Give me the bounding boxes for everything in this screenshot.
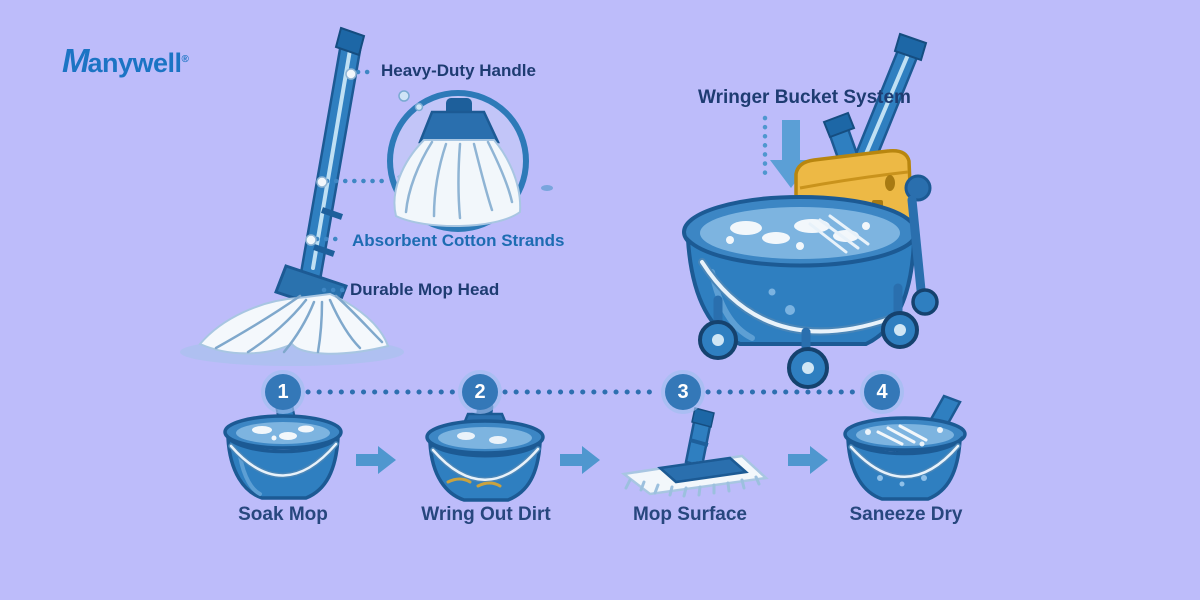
step-arrow-icon bbox=[788, 446, 828, 474]
step-3-label: Mop Surface bbox=[632, 504, 748, 525]
brand-logo: Manywell® bbox=[62, 42, 189, 79]
caster-wheels-icon bbox=[698, 288, 939, 389]
brand-logo-initial: M bbox=[62, 42, 89, 79]
step-2-badge: 2 bbox=[462, 374, 498, 410]
step-1-label: Soak Mop bbox=[238, 504, 328, 525]
step1-soak-bucket-icon bbox=[223, 402, 343, 500]
step-1-badge: 1 bbox=[265, 374, 301, 410]
wringer-bucket-illustration bbox=[682, 32, 939, 389]
label-absorbent-cotton-strands: Absorbent Cotton Strands bbox=[352, 231, 565, 250]
step-arrow-icon bbox=[356, 446, 396, 474]
step-4-label: Saneeze Dry bbox=[849, 504, 963, 525]
mop-illustration bbox=[180, 26, 404, 366]
registered-mark: ® bbox=[181, 54, 189, 65]
label-durable-mop-head: Durable Mop Head bbox=[350, 280, 500, 299]
callout-anchor-dots bbox=[305, 68, 357, 246]
step3-flat-mop-icon bbox=[620, 407, 769, 498]
step4-squeeze-bucket-icon bbox=[843, 394, 967, 501]
label-wringer-bucket-system: Wringer Bucket System bbox=[698, 87, 911, 108]
brand-logo-name: anywell bbox=[87, 48, 183, 78]
step2-wring-bucket-icon bbox=[425, 402, 545, 502]
step-4-badge: 4 bbox=[864, 374, 900, 410]
label-heavy-duty-handle: Heavy-Duty Handle bbox=[381, 61, 536, 80]
step-arrow-icon bbox=[560, 446, 600, 474]
callout-leader-lines bbox=[314, 69, 389, 293]
step-2-label: Wring Out Dirt bbox=[421, 504, 551, 525]
step-3-badge: 3 bbox=[665, 374, 701, 410]
mop-head-inset-icon bbox=[387, 90, 553, 232]
